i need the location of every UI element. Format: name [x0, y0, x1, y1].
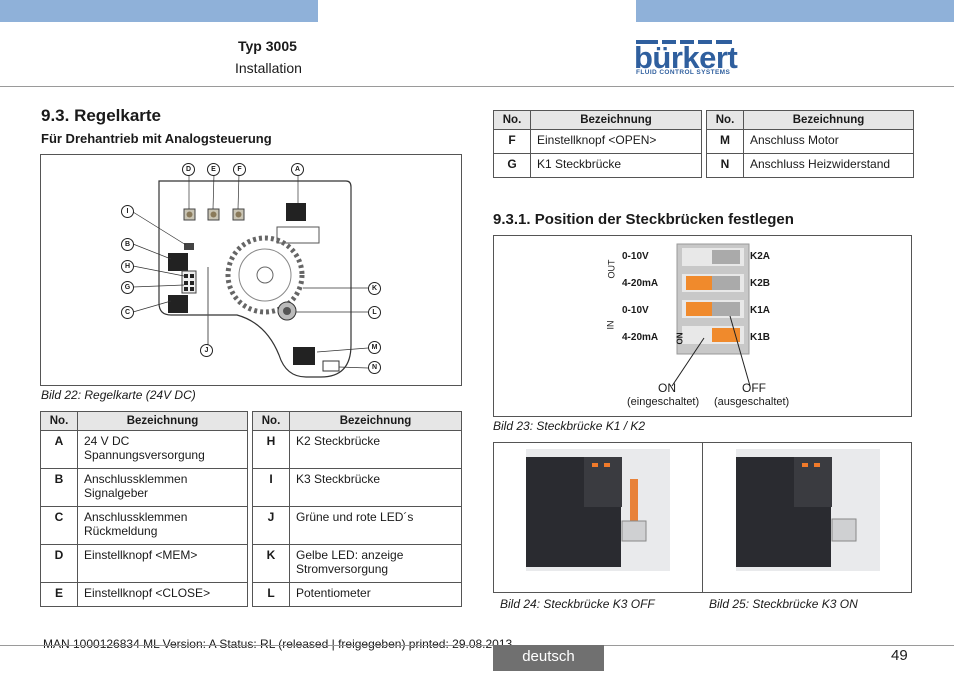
item-desc: 24 V DC Spannungsversorgung — [77, 430, 248, 469]
item-desc: Potentiometer — [289, 582, 462, 607]
item-no: B — [40, 468, 78, 507]
item-desc: Grüne und rote LED´s — [289, 506, 462, 545]
table-row: D Einstellknopf <MEM> K Gelbe LED: anzei… — [40, 544, 462, 583]
figure-regelkarte: D E F A I B H G C J K L M N — [40, 154, 462, 386]
item-no: L — [252, 582, 290, 607]
figure-25-caption: Bild 25: Steckbrücke K3 ON — [709, 597, 858, 611]
col-header-no: No. — [252, 411, 290, 431]
section-subtitle: Für Drehantrieb mit Analogsteuerung — [41, 131, 272, 146]
burkert-logo — [634, 40, 734, 76]
callout-l: L — [368, 306, 381, 319]
table-row: B Anschlussklemmen Signalgeber I K3 Stec… — [40, 468, 462, 507]
section-title: 9.3. Regelkarte — [41, 106, 162, 125]
dip-left-label: 0-10V — [622, 251, 649, 262]
callout-i: I — [121, 205, 134, 218]
item-no: E — [40, 582, 78, 607]
subsection-title: 9.3.1. Position der Steckbrücken festleg… — [493, 211, 794, 228]
callout-j: J — [200, 344, 213, 357]
col-header-bezeichnung: Bezeichnung — [530, 110, 702, 130]
item-no: A — [40, 430, 78, 469]
item-desc: Anschlussklemmen Rückmeldung — [77, 506, 248, 545]
page-number: 49 — [891, 647, 908, 664]
dip-on-marker: ON — [675, 332, 685, 345]
callout-b: B — [121, 238, 134, 251]
figure-23-caption: Bild 23: Steckbrücke K1 / K2 — [493, 419, 646, 433]
item-no: N — [706, 153, 744, 178]
figure-k3-pair — [493, 442, 912, 593]
table-row: C Anschlussklemmen Rückmeldung J Grüne u… — [40, 506, 462, 545]
photo-k3-on — [736, 449, 880, 571]
col-header-no: No. — [40, 411, 78, 431]
header-bar-left — [0, 0, 318, 22]
photo-k3-off — [526, 449, 670, 571]
dip-left-label: 4-20mA — [622, 278, 659, 289]
language-tab: deutsch — [493, 645, 604, 671]
on-description: (eingeschaltet) — [627, 396, 700, 408]
item-no: M — [706, 129, 744, 154]
col-header-bezeichnung: Bezeichnung — [743, 110, 914, 130]
callout-d: D — [182, 163, 195, 176]
header-rule — [0, 86, 954, 87]
item-desc: K2 Steckbrücke — [289, 430, 462, 469]
callout-k: K — [368, 282, 381, 295]
dip-right-label: K1B — [750, 332, 771, 343]
dip-right-label: K2A — [750, 251, 771, 262]
col-header-bezeichnung: Bezeichnung — [77, 411, 248, 431]
off-description: (ausgeschaltet) — [714, 396, 790, 408]
legend-table-left: No. Bezeichnung No. Bezeichnung A 24 V D… — [40, 411, 462, 607]
on-label: ON — [658, 381, 676, 395]
footer-rule — [0, 645, 954, 646]
dip-right-label: K1A — [750, 305, 771, 316]
figure-steckbruecke-k1-k2: 0-10V 4-20mA 0-10V 4-20mA K2A K2B K1A K1… — [493, 235, 912, 417]
callout-h: H — [121, 260, 134, 273]
item-no: I — [252, 468, 290, 507]
callout-m: M — [368, 341, 381, 354]
callout-a: A — [291, 163, 304, 176]
col-header-bezeichnung: Bezeichnung — [289, 411, 462, 431]
item-no: C — [40, 506, 78, 545]
item-desc: Anschluss Motor — [743, 129, 914, 154]
document-info: MAN 1000126834 ML Version: A Status: RL … — [43, 637, 513, 651]
item-no: J — [252, 506, 290, 545]
dip-left-label: 0-10V — [622, 305, 649, 316]
logo-tagline: FLUID CONTROL SYSTEMS — [636, 69, 731, 76]
doc-type-title: Typ 3005 — [238, 38, 297, 54]
item-desc: Gelbe LED: anzeige Stromversorgung — [289, 544, 462, 583]
header-bar-right — [636, 0, 954, 22]
legend-table-right: No. Bezeichnung No. Bezeichnung F Einste… — [493, 110, 914, 178]
dip-side-out: OUT — [606, 259, 617, 279]
figure-22-caption: Bild 22: Regelkarte (24V DC) — [41, 388, 196, 402]
col-header-no: No. — [706, 110, 744, 130]
callout-f: F — [233, 163, 246, 176]
item-no: F — [493, 129, 531, 154]
table-row: F Einstellknopf <OPEN> M Anschluss Motor — [493, 129, 914, 154]
item-desc: Einstellknopf <OPEN> — [530, 129, 702, 154]
item-desc: Anschluss Heizwiderstand — [743, 153, 914, 178]
callout-e: E — [207, 163, 220, 176]
figure-24-caption: Bild 24: Steckbrücke K3 OFF — [500, 597, 655, 611]
item-no: H — [252, 430, 290, 469]
callout-n: N — [368, 361, 381, 374]
item-desc: Einstellknopf <MEM> — [77, 544, 248, 583]
off-label: OFF — [742, 381, 766, 395]
item-desc: Einstellknopf <CLOSE> — [77, 582, 248, 607]
item-desc: Anschlussklemmen Signalgeber — [77, 468, 248, 507]
col-header-no: No. — [493, 110, 531, 130]
dip-side-in: IN — [605, 320, 616, 330]
table-row: G K1 Steckbrücke N Anschluss Heizwiderst… — [493, 153, 914, 178]
item-no: D — [40, 544, 78, 583]
item-no: K — [252, 544, 290, 583]
dip-right-label: K2B — [750, 278, 771, 289]
table-row: E Einstellknopf <CLOSE> L Potentiometer — [40, 582, 462, 607]
item-desc: K1 Steckbrücke — [530, 153, 702, 178]
logo-wordmark: bürkert — [634, 40, 738, 75]
table-row: A 24 V DC Spannungsversorgung H K2 Steck… — [40, 430, 462, 469]
doc-chapter: Installation — [235, 60, 302, 76]
item-no: G — [493, 153, 531, 178]
callout-g: G — [121, 281, 134, 294]
item-desc: K3 Steckbrücke — [289, 468, 462, 507]
dip-left-label: 4-20mA — [622, 332, 659, 343]
callout-c: C — [121, 306, 134, 319]
